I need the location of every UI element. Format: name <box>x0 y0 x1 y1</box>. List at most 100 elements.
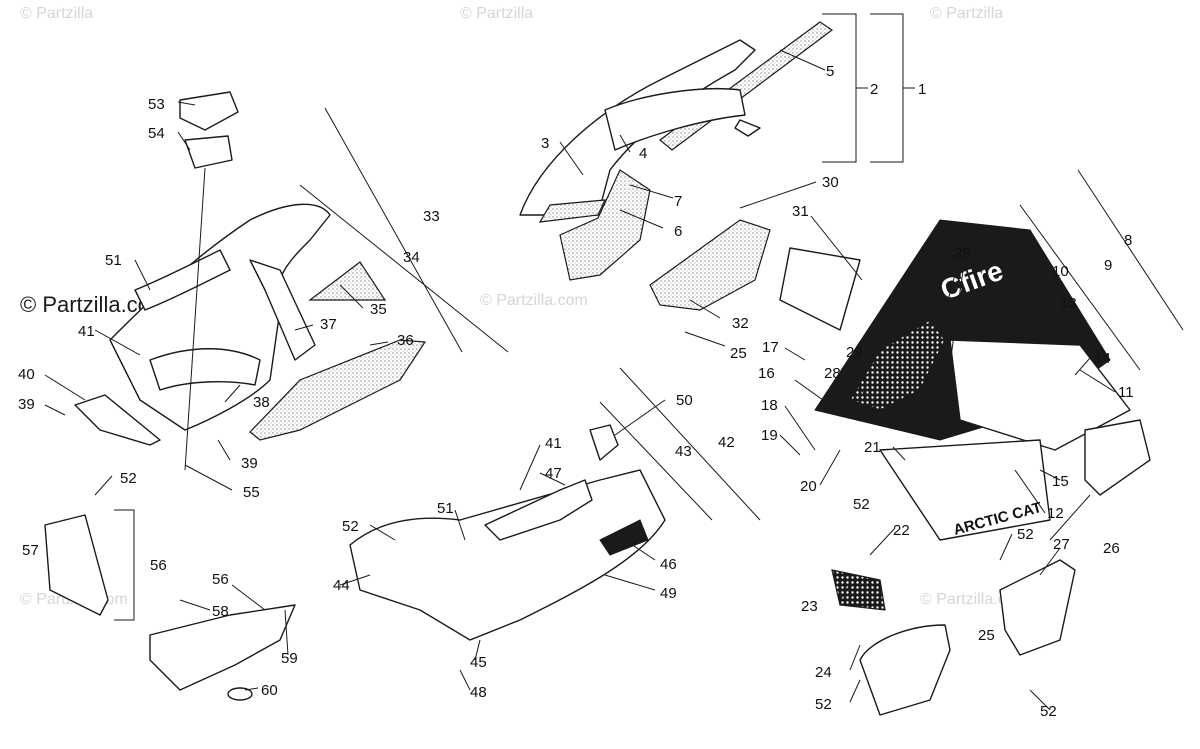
nose-upper-trim <box>134 249 231 311</box>
callout-3: 3 <box>541 135 549 152</box>
grommet <box>227 687 253 701</box>
callout-45: 45 <box>470 654 487 671</box>
windshield-side-panel <box>559 169 651 281</box>
callout-17: 17 <box>762 339 779 356</box>
callout-28a: 28 <box>954 245 971 262</box>
callout-56a: 56 <box>150 557 167 574</box>
callout-54: 54 <box>148 125 165 142</box>
belly-pan-brace <box>484 479 593 541</box>
callout-14: 14 <box>1094 350 1111 367</box>
belly-pan-assembly <box>349 424 666 641</box>
belly-pan-bracket <box>589 424 619 461</box>
callout-50: 50 <box>676 392 693 409</box>
callout-48: 48 <box>470 684 487 701</box>
nose-center-line <box>184 167 206 471</box>
callout-31: 31 <box>792 203 809 220</box>
watermark-top-center: © Partzilla <box>460 5 533 22</box>
callout-52c: 52 <box>853 496 870 513</box>
callout-39a: 39 <box>18 396 35 413</box>
vent-grille <box>831 569 886 611</box>
callout-26: 26 <box>1103 540 1120 557</box>
windshield-inner <box>604 88 746 151</box>
windshield-clip <box>734 119 761 137</box>
bracket-34 <box>299 184 509 353</box>
callout-24: 24 <box>815 664 832 681</box>
bracket-56 <box>114 509 135 621</box>
callout-41a: 41 <box>78 323 95 340</box>
nose-brace <box>249 259 316 361</box>
callout-52f: 52 <box>1040 703 1057 720</box>
gasket-lower <box>184 135 233 169</box>
side-cover <box>999 559 1076 656</box>
belly-pan-plug <box>599 519 649 556</box>
callout-51b: 51 <box>437 500 454 517</box>
callout-29: 29 <box>846 344 863 361</box>
callout-57: 57 <box>22 542 39 559</box>
brackets <box>114 13 1184 621</box>
callout-10: 10 <box>1052 263 1069 280</box>
windshield-lower-seal <box>538 199 606 223</box>
callout-30: 30 <box>822 174 839 191</box>
callout-58: 58 <box>212 603 229 620</box>
callout-2: 2 <box>870 81 878 98</box>
callout-49: 49 <box>660 585 677 602</box>
callout-51a: 51 <box>105 252 122 269</box>
leader-lines <box>44 49 1116 711</box>
callout-18: 18 <box>761 397 778 414</box>
gasket-upper <box>179 91 239 131</box>
callout-34: 34 <box>403 249 420 266</box>
front-nose-assembly <box>74 91 427 471</box>
watermark-top-right: © Partzilla <box>930 5 1003 22</box>
callout-36: 36 <box>397 332 414 349</box>
callout-5: 5 <box>826 63 834 80</box>
lower-right-parts <box>831 559 1076 716</box>
callout-11: 11 <box>1118 384 1134 401</box>
belly-pan <box>349 469 666 641</box>
side-deflector <box>44 514 109 616</box>
callout-1: 1 <box>918 81 926 98</box>
callout-28b: 28 <box>824 365 841 382</box>
lower-guard <box>149 604 296 691</box>
callout-27: 27 <box>1053 536 1070 553</box>
callout-labels: 1 2 3 4 5 6 7 8 9 10 11 12 13 14 15 16 1… <box>18 63 1134 720</box>
nose-air-intake <box>149 348 261 391</box>
callout-38: 38 <box>253 394 270 411</box>
lower-left-parts <box>44 514 296 701</box>
bracket-42 <box>619 367 761 521</box>
bracket-2 <box>822 13 857 163</box>
callout-55: 55 <box>243 484 260 501</box>
callout-13: 13 <box>1060 295 1077 312</box>
side-panel <box>879 439 1051 541</box>
callout-4: 4 <box>639 145 647 162</box>
callout-44: 44 <box>333 577 350 594</box>
callout-52b: 52 <box>342 518 359 535</box>
callout-12: 12 <box>1047 505 1064 522</box>
bracket-8 <box>1077 169 1184 331</box>
callout-20: 20 <box>800 478 817 495</box>
callout-52d: 52 <box>1017 526 1034 543</box>
callout-56b: 56 <box>212 571 229 588</box>
callout-9: 9 <box>1104 257 1112 274</box>
bracket-33 <box>324 107 463 353</box>
callout-46: 46 <box>660 556 677 573</box>
bracket-43 <box>599 401 713 521</box>
watermark-top-left: © Partzilla <box>20 5 93 22</box>
watermark-center: © Partzilla.com <box>480 292 588 309</box>
callout-7: 7 <box>674 193 682 210</box>
callout-16: 16 <box>758 365 775 382</box>
callout-59: 59 <box>281 650 298 667</box>
hood-panel-assembly: Cfire ARCTIC CAT <box>649 219 1151 541</box>
callout-22: 22 <box>893 522 910 539</box>
nose-lower-lip <box>74 394 161 446</box>
callout-42: 42 <box>718 434 735 451</box>
callout-33: 33 <box>423 208 440 225</box>
lower-duct <box>859 624 951 716</box>
hood-vent-mesh <box>849 319 946 411</box>
callout-40: 40 <box>18 366 35 383</box>
callout-41b: 41 <box>545 435 562 452</box>
callout-19: 19 <box>761 427 778 444</box>
callout-15: 15 <box>1052 473 1069 490</box>
callout-39b: 39 <box>241 455 258 472</box>
callout-21: 21 <box>864 439 881 456</box>
